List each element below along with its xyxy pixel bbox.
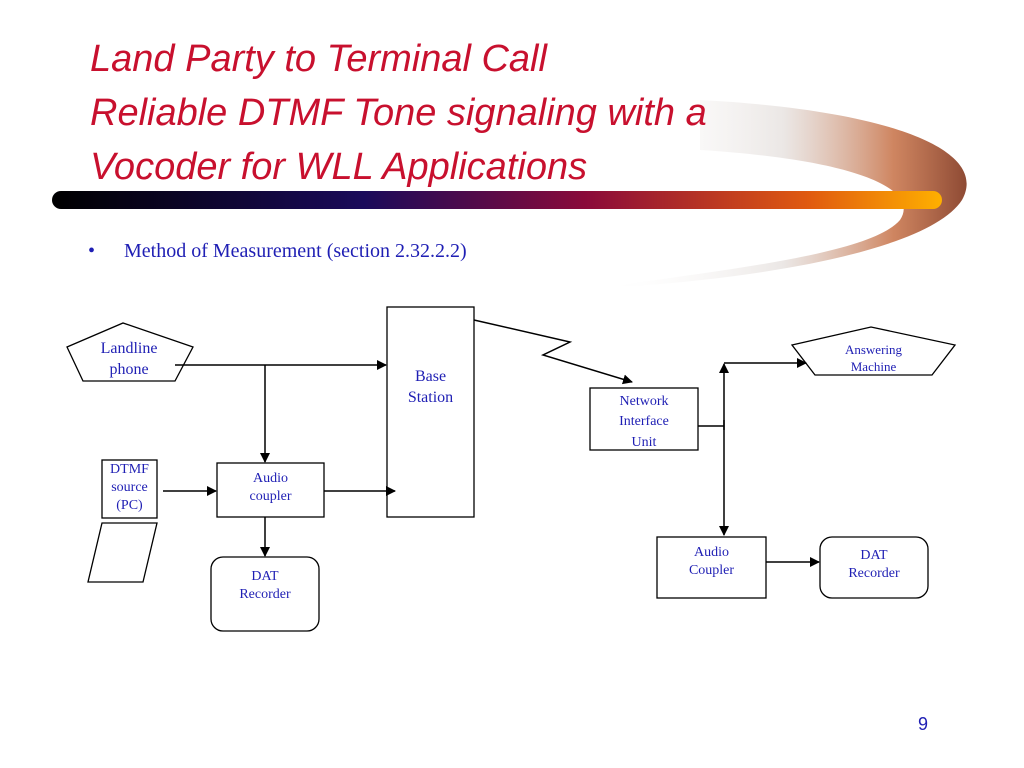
dat-recorder-right-line-1: DAT — [860, 548, 888, 563]
dat-recorder-left-line-1: DAT — [251, 569, 279, 584]
answering-machine-line-2: Machine — [850, 358, 897, 374]
dtmf-source-shape — [101, 459, 158, 519]
title-underline-swoosh — [52, 100, 967, 288]
base-station-line-1: Base — [414, 368, 447, 385]
audio-coupler-left-line-1: Audio — [253, 471, 288, 486]
audio-coupler-right-shape — [656, 536, 767, 599]
landline-phone-label: Landline phone — [83, 339, 175, 381]
landline-phone-line-2: phone — [109, 360, 149, 378]
base-station-label: Base Station — [387, 367, 474, 409]
dtmf-source-label: DTMF source (PC) — [102, 461, 157, 516]
bullet-item: • Method of Measurement (section 2.32.2.2… — [88, 240, 467, 263]
dtmf-source-line-2: source — [111, 480, 148, 496]
landline-phone-line-1: Landline — [100, 340, 158, 357]
dat-recorder-right-label: DAT Recorder — [820, 547, 928, 583]
network-interface-unit-shape — [589, 387, 699, 451]
answering-machine-shape — [790, 326, 957, 376]
dtmf-source-line-3: (PC) — [116, 498, 143, 514]
landline-phone-shape — [66, 322, 194, 382]
slide-title: Land Party to Terminal Call Reliable DTM… — [90, 32, 890, 194]
niu-line-2: Interface — [619, 414, 669, 430]
niu-line-1: Network — [619, 394, 669, 409]
audio-coupler-left-shape — [216, 462, 325, 518]
base-station-shape — [386, 306, 475, 518]
dtmf-source-line-1: DTMF — [110, 462, 149, 477]
answering-machine-label: Answering Machine — [815, 342, 932, 376]
dat-recorder-left-shape — [210, 556, 320, 632]
audio-coupler-right-label: Audio Coupler — [657, 544, 766, 580]
audio-coupler-left-label: Audio coupler — [217, 470, 324, 506]
niu-line-3: Unit — [631, 434, 657, 450]
base-station-line-2: Station — [407, 388, 454, 406]
audio-coupler-right-line-2: Coupler — [688, 563, 735, 579]
dat-recorder-right-line-2: Recorder — [848, 566, 900, 582]
answering-machine-line-1: Answering — [844, 342, 903, 357]
pc-parallelogram-shape — [87, 522, 158, 583]
wireless-link-arrow — [473, 319, 633, 385]
network-interface-unit-label: Network Interface Unit — [590, 392, 698, 453]
dat-recorder-left-label: DAT Recorder — [211, 568, 319, 604]
dat-recorder-left-line-2: Recorder — [239, 587, 291, 603]
title-line-3: Vocoder for WLL Applications — [90, 146, 588, 188]
dat-recorder-right-shape — [819, 536, 929, 599]
bullet-dot-icon: • — [88, 240, 96, 262]
audio-coupler-right-line-1: Audio — [694, 545, 729, 560]
bullet-text: Method of Measurement (section 2.32.2.2) — [124, 240, 467, 262]
title-line-2: Reliable DTMF Tone signaling with a — [90, 92, 707, 134]
page-number: 9 — [918, 714, 929, 734]
audio-coupler-left-line-2: coupler — [249, 489, 292, 505]
title-line-1: Land Party to Terminal Call — [90, 38, 547, 80]
